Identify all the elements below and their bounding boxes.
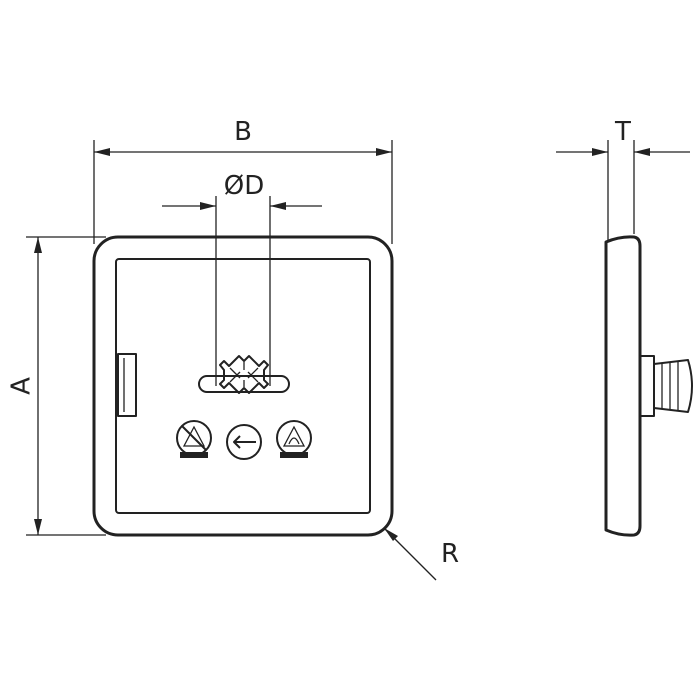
- dimension-a-label: A: [7, 377, 37, 395]
- esd-prohibited-icon: [176, 420, 212, 458]
- center-cross-icon: [219, 355, 269, 394]
- front-view: [92, 235, 394, 537]
- dimension-r: [383, 527, 437, 581]
- side-tab: [117, 353, 137, 417]
- dimension-a: [26, 236, 106, 536]
- dimension-d-label: ØD: [224, 171, 265, 201]
- side-view: [604, 235, 693, 537]
- center-slot: [198, 375, 290, 393]
- dimension-b-label: B: [234, 117, 252, 147]
- dimension-r-label: R: [441, 539, 459, 569]
- dimension-d: [162, 196, 322, 386]
- arrow-left-circle-icon: [226, 424, 262, 460]
- dimension-t-label: T: [614, 117, 631, 147]
- cap-outer-outline: [92, 235, 394, 537]
- esd-symbol-icon: [276, 420, 312, 458]
- dimension-b: [93, 140, 393, 244]
- dimension-t: [556, 140, 690, 240]
- plug-pin: [639, 355, 693, 417]
- cap-inner-panel: [115, 258, 371, 514]
